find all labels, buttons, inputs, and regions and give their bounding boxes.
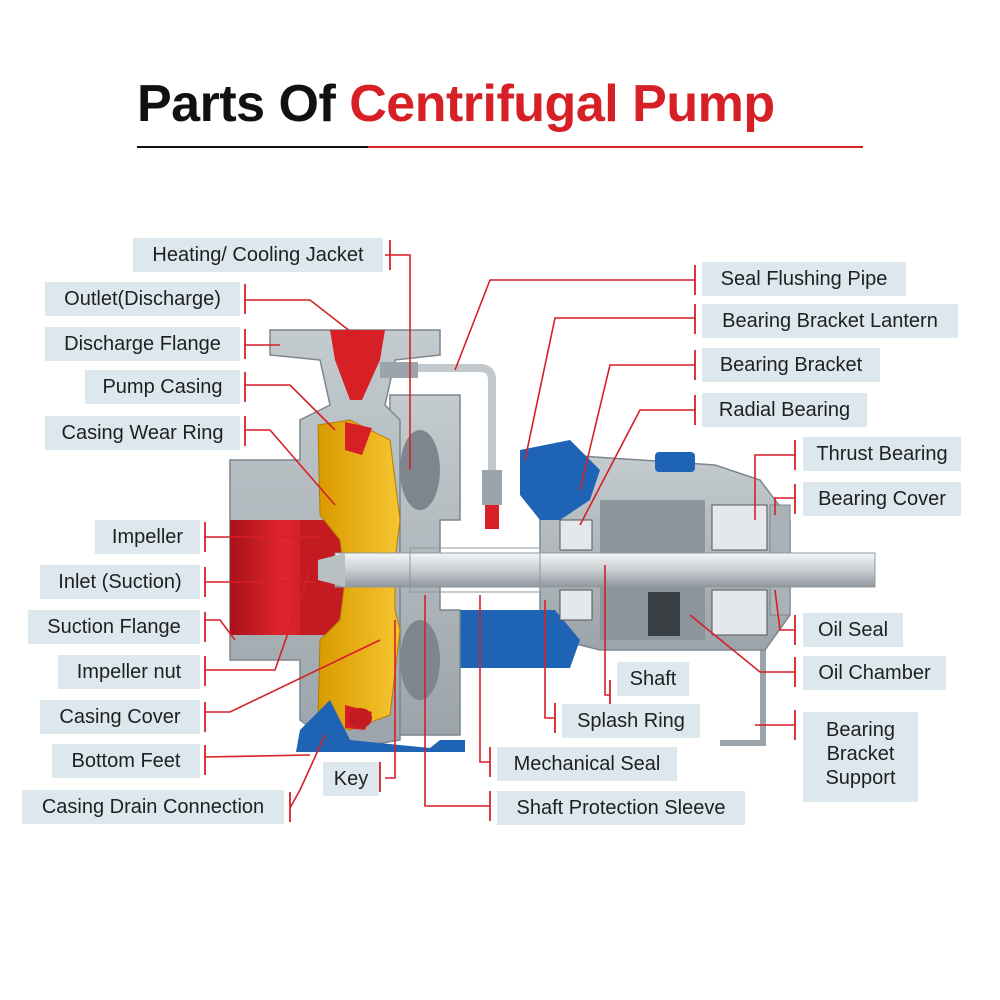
leader-splash-ring xyxy=(544,600,555,719)
leader-bottom-feet xyxy=(204,754,311,758)
leader-radial-bearing xyxy=(579,409,695,526)
label-impeller: Impeller xyxy=(95,520,200,554)
leader-drain xyxy=(289,734,326,809)
shaft-sleeve xyxy=(409,547,541,593)
leader-outlet xyxy=(245,299,356,336)
leader-thrust-bearing xyxy=(754,454,795,520)
label-discharge-flange: Discharge Flange xyxy=(45,327,240,361)
leader-shaft xyxy=(604,565,610,696)
blue-nut-top xyxy=(655,452,695,472)
leader-heating-jacket xyxy=(385,254,411,470)
flush-fitting-red xyxy=(485,505,499,529)
label-inlet-suction: Inlet (Suction) xyxy=(40,565,200,599)
right-leaders xyxy=(424,265,796,821)
drain-boss xyxy=(348,708,372,728)
label-shaft-protection-sleeve: Shaft Protection Sleeve xyxy=(497,791,745,825)
radial-bearing-bottom xyxy=(559,589,593,621)
wear-ring-red-top xyxy=(345,422,372,455)
oil-chamber-dark xyxy=(648,592,680,636)
label-suction-flange: Suction Flange xyxy=(28,610,200,644)
label-bearing-bracket: Bearing Bracket xyxy=(702,348,880,382)
label-bearing-bracket-lantern: Bearing Bracket Lantern xyxy=(702,304,958,338)
label-mechanical-seal: Mechanical Seal xyxy=(497,747,677,781)
page-title: Parts Of Centrifugal Pump xyxy=(137,78,775,130)
left-leaders xyxy=(204,240,411,822)
label-pump-casing: Pump Casing xyxy=(85,370,240,404)
leader-suction-flange xyxy=(205,619,236,641)
leader-lantern xyxy=(524,317,695,461)
label-casing-drain-connection: Casing Drain Connection xyxy=(22,790,284,824)
leader-impeller-nut xyxy=(205,569,311,671)
label-casing-wear-ring: Casing Wear Ring xyxy=(45,416,240,450)
title-part-black: Parts Of xyxy=(137,75,350,133)
title-underline-red xyxy=(368,146,863,148)
label-bearing-bracket-support: Bearing Bracket Support xyxy=(803,712,918,802)
leader-shaft-sleeve xyxy=(424,595,490,807)
leader-oil-chamber xyxy=(689,614,795,673)
label-casing-cover: Casing Cover xyxy=(40,700,200,734)
discharge-outlet xyxy=(330,330,385,400)
label-impeller-nut: Impeller nut xyxy=(58,655,200,689)
thrust-bearing-bottom xyxy=(711,589,768,636)
leader-oil-seal xyxy=(774,589,795,631)
seal-flushing-pipe xyxy=(410,364,496,485)
bottom-feet xyxy=(296,700,465,752)
label-shaft: Shaft xyxy=(617,662,689,696)
cooling-jacket-lower xyxy=(400,620,440,700)
bearing-bracket-lantern xyxy=(520,440,600,520)
flush-fitting-bottom xyxy=(482,470,502,505)
label-radial-bearing: Radial Bearing xyxy=(702,393,867,427)
title-underline-black xyxy=(137,146,368,148)
leader-bearing-cover xyxy=(774,497,795,515)
leader-bearing-bracket xyxy=(579,364,695,491)
impeller-nut-tip xyxy=(318,553,345,587)
label-heating-cooling-jacket: Heating/ Cooling Jacket xyxy=(133,238,383,272)
leader-mechanical-seal xyxy=(479,595,490,763)
label-key: Key xyxy=(323,762,379,796)
lantern-lower xyxy=(440,610,580,668)
leader-key xyxy=(385,620,396,779)
leader-wear-ring xyxy=(245,429,336,506)
thrust-bearing-top xyxy=(711,504,768,551)
label-bearing-bracket-support-line3: Support xyxy=(825,767,896,789)
label-outlet-discharge: Outlet(Discharge) xyxy=(45,282,240,316)
radial-bearing-top xyxy=(559,519,593,551)
label-bearing-cover: Bearing Cover xyxy=(803,482,961,516)
leader-pump-casing xyxy=(245,384,336,431)
bearing-bracket-support xyxy=(720,650,766,746)
leader-casing-cover xyxy=(205,639,381,713)
label-bearing-bracket-support-line1: Bearing xyxy=(826,719,895,741)
label-thrust-bearing: Thrust Bearing xyxy=(803,437,961,471)
label-oil-seal: Oil Seal xyxy=(803,613,903,647)
label-oil-chamber: Oil Chamber xyxy=(803,656,946,690)
label-seal-flushing-pipe: Seal Flushing Pipe xyxy=(702,262,906,296)
leader-seal-flushing xyxy=(454,279,695,371)
label-splash-ring: Splash Ring xyxy=(562,704,700,738)
title-part-red: Centrifugal Pump xyxy=(349,75,775,133)
label-bearing-bracket-support-line2: Bracket xyxy=(826,743,895,765)
cooling-jacket-upper xyxy=(400,430,440,510)
label-bottom-feet: Bottom Feet xyxy=(52,744,200,778)
flush-fitting-top xyxy=(380,362,418,378)
